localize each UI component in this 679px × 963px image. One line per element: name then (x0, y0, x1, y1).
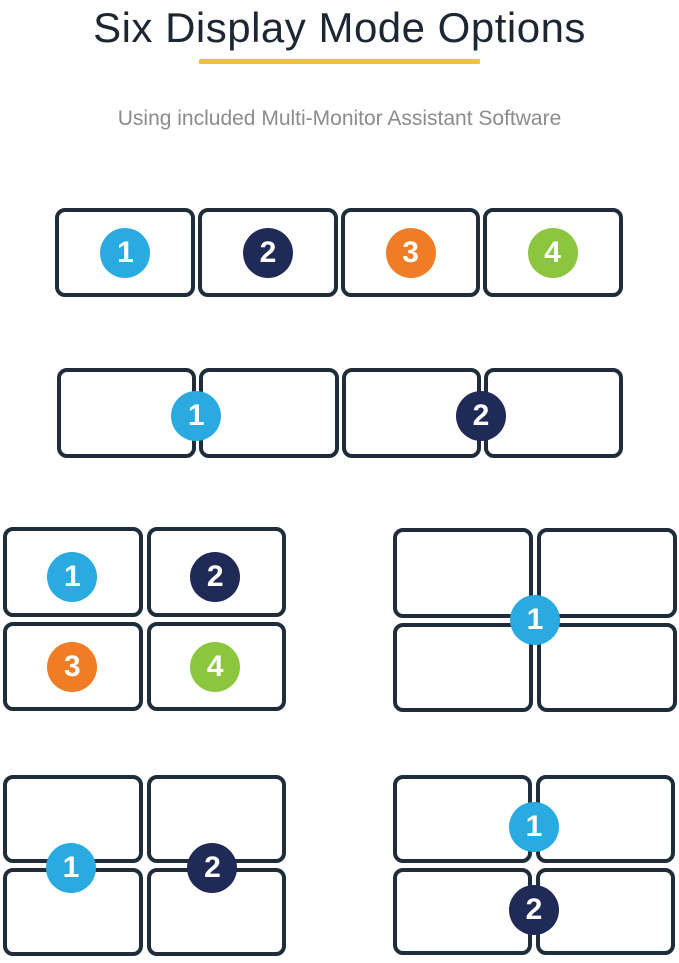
monitor-outline (199, 368, 339, 458)
display-number-badge-4: 4 (190, 641, 241, 692)
display-number-badge-3: 3 (385, 227, 436, 278)
monitor-outline (393, 867, 532, 955)
display-number-badge-1: 1 (45, 843, 96, 894)
mode-quad-four-displays: 1 2 3 4 (3, 527, 286, 711)
display-number-badge-2: 2 (187, 843, 238, 894)
display-number-badge-4: 4 (527, 227, 578, 278)
display-number-badge-2: 2 (243, 227, 293, 278)
monitor-outline (483, 368, 623, 458)
display-number-badge-1: 1 (510, 595, 560, 645)
mode-quad-single-spanned-display: 1 (393, 528, 677, 712)
display-number-badge-2: 2 (190, 551, 241, 602)
title-underline (199, 59, 480, 64)
monitor-grid (393, 775, 675, 955)
monitor-outline (393, 622, 533, 712)
monitor-outline (537, 622, 677, 712)
page-title: Six Display Mode Options (93, 4, 586, 51)
display-number-badge-1: 1 (100, 227, 151, 278)
monitor-outline (536, 867, 675, 955)
monitor-grid (57, 368, 623, 458)
display-number-badge-2: 2 (509, 885, 559, 935)
display-number-badge-3: 3 (47, 641, 98, 692)
monitor-grid (3, 527, 286, 711)
monitor-grid (393, 528, 677, 712)
display-number-badge-1: 1 (509, 802, 559, 853)
display-number-badge-2: 2 (455, 390, 506, 441)
mode-four-extended-displays: 1 2 3 4 (55, 208, 623, 297)
monitor-outline (393, 775, 532, 863)
monitor-outline (537, 528, 677, 618)
monitor-outline (536, 775, 675, 863)
display-number-badge-1: 1 (47, 551, 98, 602)
page-subtitle: Using included Multi-Monitor Assistant S… (117, 107, 562, 130)
monitor-outline (393, 528, 533, 618)
monitor-outline (55, 208, 195, 297)
display-number-badge-1: 1 (171, 390, 222, 441)
